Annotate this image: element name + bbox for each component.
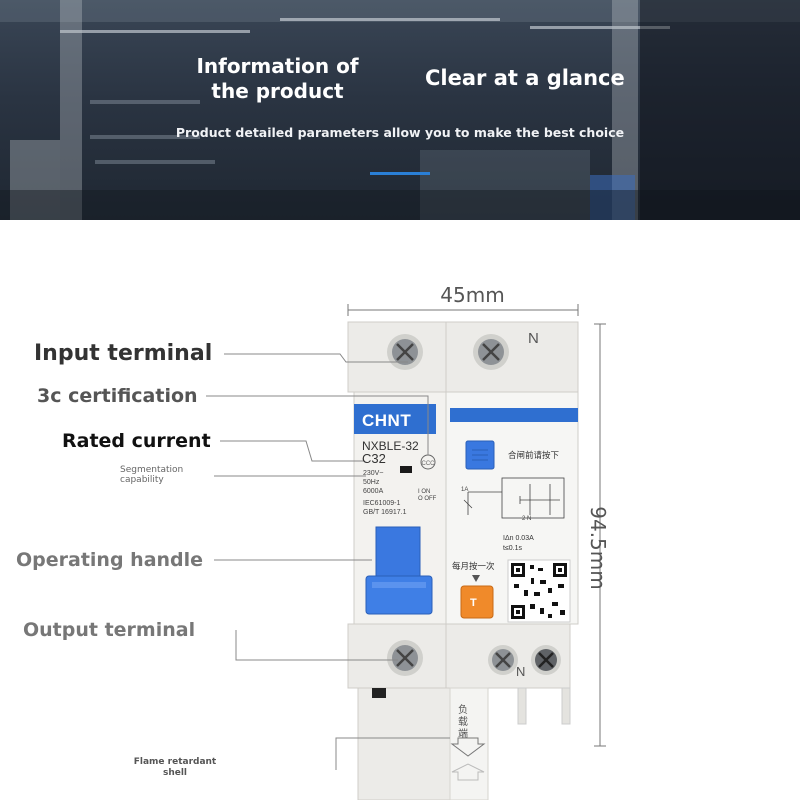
banner-title-right: Clear at a glance [425,66,625,90]
callout-leaders [206,353,450,770]
segmentation-capability-label: Segmentation capability [120,465,200,485]
leader-input-terminal [224,353,408,363]
model-number: NXBLE-32 [362,439,419,453]
on-label: I ON [418,489,431,495]
on-off-label: I ON O OFF [418,489,436,503]
leader-flame-shell [335,737,450,770]
banner-title-left: Information of the product [190,54,365,104]
neutral-output-screw-1 [488,645,518,675]
svg-text:CCC: CCC [422,461,436,467]
spec-voltage: 230V~ [363,470,384,477]
rated-current-label: Rated current [62,430,211,452]
close-indicator-button[interactable] [465,440,495,470]
brand-logo-text: CHNT [362,411,412,430]
output-terminal-screw [387,640,423,676]
svg-text:1A: 1A [461,487,468,493]
current-rating: C32 [362,451,386,466]
segmentation-line2: capability [120,475,164,485]
monthly-test-note: 每月按一次 [452,561,495,571]
output-terminal-label: Output terminal [23,619,196,641]
spec-standard-2: GB/T 16917.1 [363,509,407,516]
status-indicator [400,466,412,473]
test-arrow-icon [472,575,480,582]
operating-handle[interactable] [365,526,433,615]
leader-output-terminal [235,630,398,661]
rcd-band [450,408,578,422]
flame-retardant-shell-label: Flame retardant shell [120,757,230,779]
spec-breaking-capacity: 6000A [363,488,384,495]
leader-3c-certification [206,395,429,455]
input-terminal-label: Input terminal [34,341,213,366]
spec-standard-1: IEC61009-1 [363,500,401,507]
banner: Information of the product Clear at a gl… [0,0,800,220]
load-side-label: 负载端 [458,705,468,740]
banner-subtitle: Product detailed parameters allow you to… [175,125,625,140]
trip-time-rating: t≤0.1s [503,545,523,552]
input-terminal-screw [387,334,423,370]
brand-band [354,404,436,434]
flame-line1: Flame retardant [133,757,217,767]
neutral-output-screw-2 [531,645,561,675]
height-dimension-label: 94.5mm [586,506,610,590]
test-button[interactable] [460,585,494,619]
leader-rated-current [220,440,364,462]
neutral-bottom-label: N [516,664,526,679]
off-label: O OFF [418,496,437,502]
flame-retardant-shell [357,687,451,800]
banner-accent-bar [370,172,430,175]
operating-handle-label: Operating handle [16,549,204,571]
banner-title-left-line1: Information of [196,54,359,78]
banner-title-left-line2: the product [211,79,344,103]
segmentation-line1: Segmentation [120,465,184,475]
wiring-schematic [463,477,565,519]
neutral-input-screw [473,334,509,370]
close-before-note: 合闸前请按下 [508,450,560,460]
residual-current-rating: IΔn 0.03A [503,535,534,542]
width-dimension-label: 45mm [440,283,505,307]
svg-text:2 N: 2 N [522,516,531,522]
flame-line2: shell [162,768,188,778]
neutral-top-label: N [528,330,539,347]
spec-frequency: 50Hz [363,479,380,486]
test-button-label: T [470,597,477,609]
certification-label: 3c certification [37,385,198,407]
qr-code [507,559,571,623]
